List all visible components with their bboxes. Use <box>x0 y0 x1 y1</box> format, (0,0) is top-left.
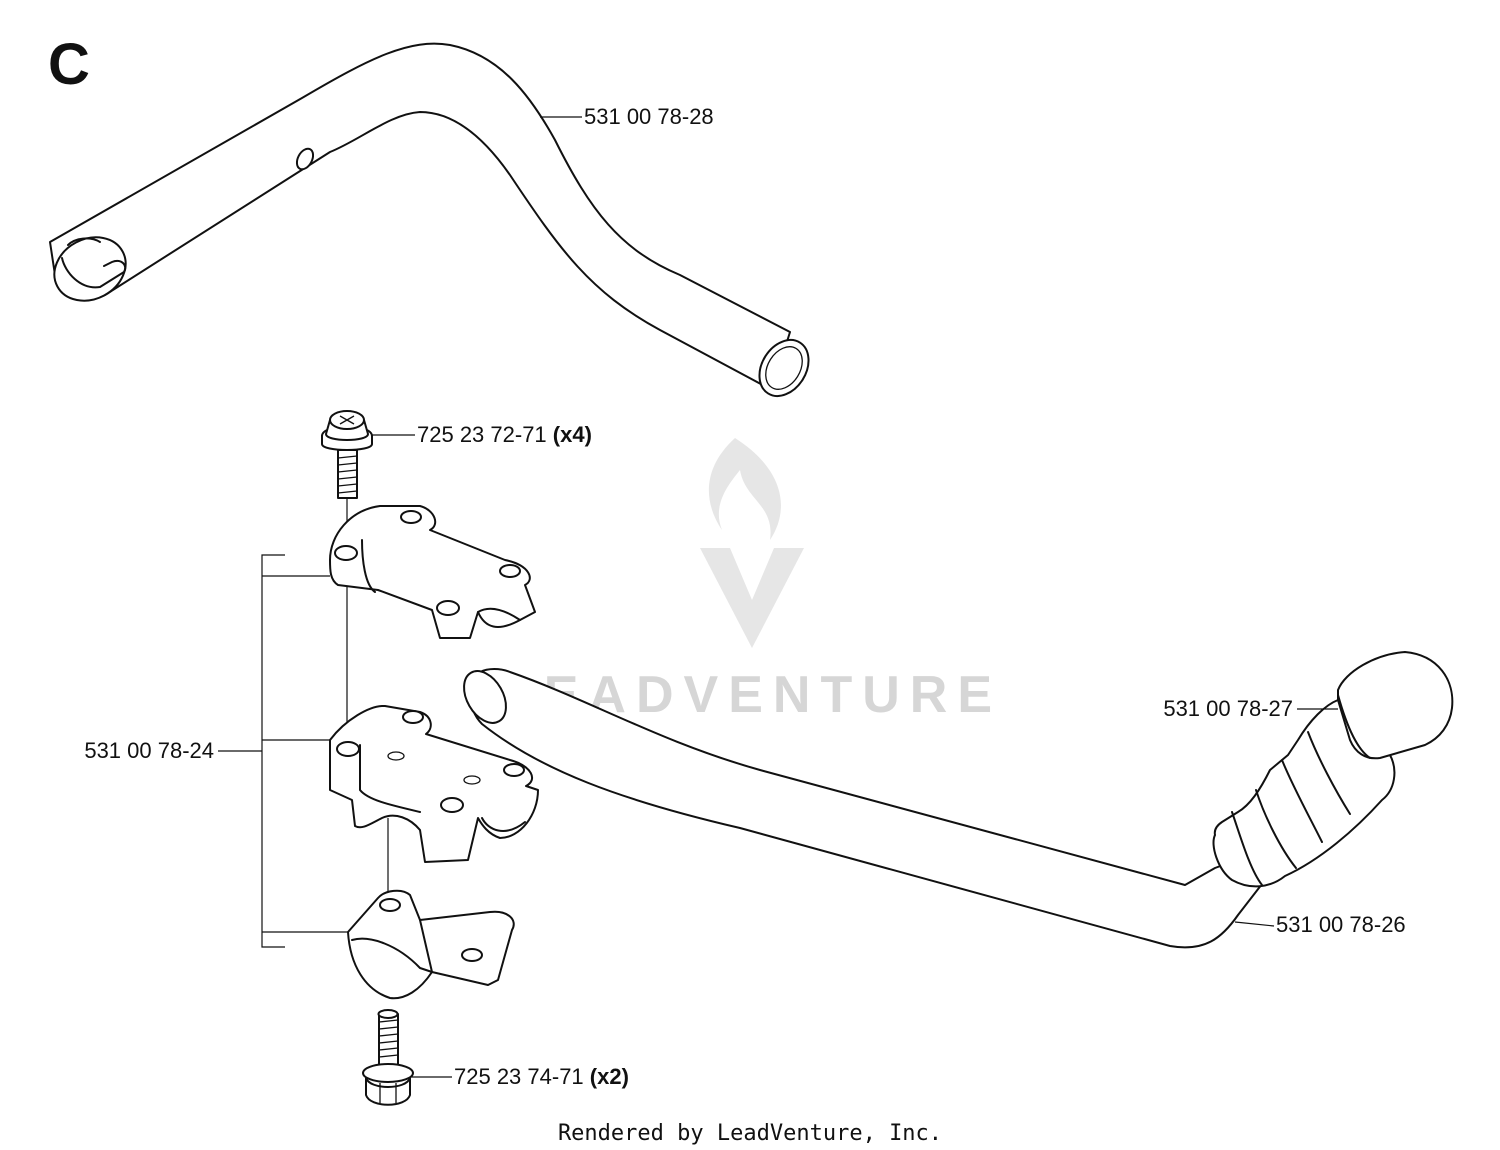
part-number: 531 00 78-28 <box>584 104 714 129</box>
callout-bottom-bolt: 725 23 74-71 (x2) <box>454 1064 629 1089</box>
lower-handle-tube <box>463 668 1263 949</box>
callout-upper-handle: 531 00 78-28 <box>584 104 714 129</box>
footer-credit: Rendered by LeadVenture, Inc. <box>558 1121 942 1146</box>
leader-lower-handle <box>1234 921 1275 927</box>
callout-clamp-set: 531 00 78-24 <box>84 738 214 763</box>
bottom-bolt <box>362 1009 414 1106</box>
part-number: 725 23 74-71 <box>454 1064 584 1089</box>
top-bolt <box>321 410 373 499</box>
handle-grip <box>1212 651 1454 888</box>
part-number: 531 00 78-26 <box>1276 912 1406 937</box>
section-letter: C <box>48 32 90 97</box>
watermark: LEADVENTURE <box>502 438 992 724</box>
quantity: (x2) <box>590 1064 629 1089</box>
callout-grip: 531 00 78-27 <box>1163 696 1293 721</box>
upper-handle-tube <box>49 42 810 397</box>
part-number: 725 23 72-71 <box>417 422 547 447</box>
quantity: (x4) <box>553 422 592 447</box>
lower-clamp <box>347 889 515 1000</box>
middle-clamp <box>329 704 539 863</box>
flame-v-logo-icon <box>700 438 804 648</box>
callout-top-bolt: 725 23 72-71 (x4) <box>417 422 592 447</box>
part-number: 531 00 78-24 <box>84 738 214 763</box>
upper-clamp <box>329 505 536 639</box>
callout-lower-handle: 531 00 78-26 <box>1276 912 1406 937</box>
part-number: 531 00 78-27 <box>1163 696 1293 721</box>
